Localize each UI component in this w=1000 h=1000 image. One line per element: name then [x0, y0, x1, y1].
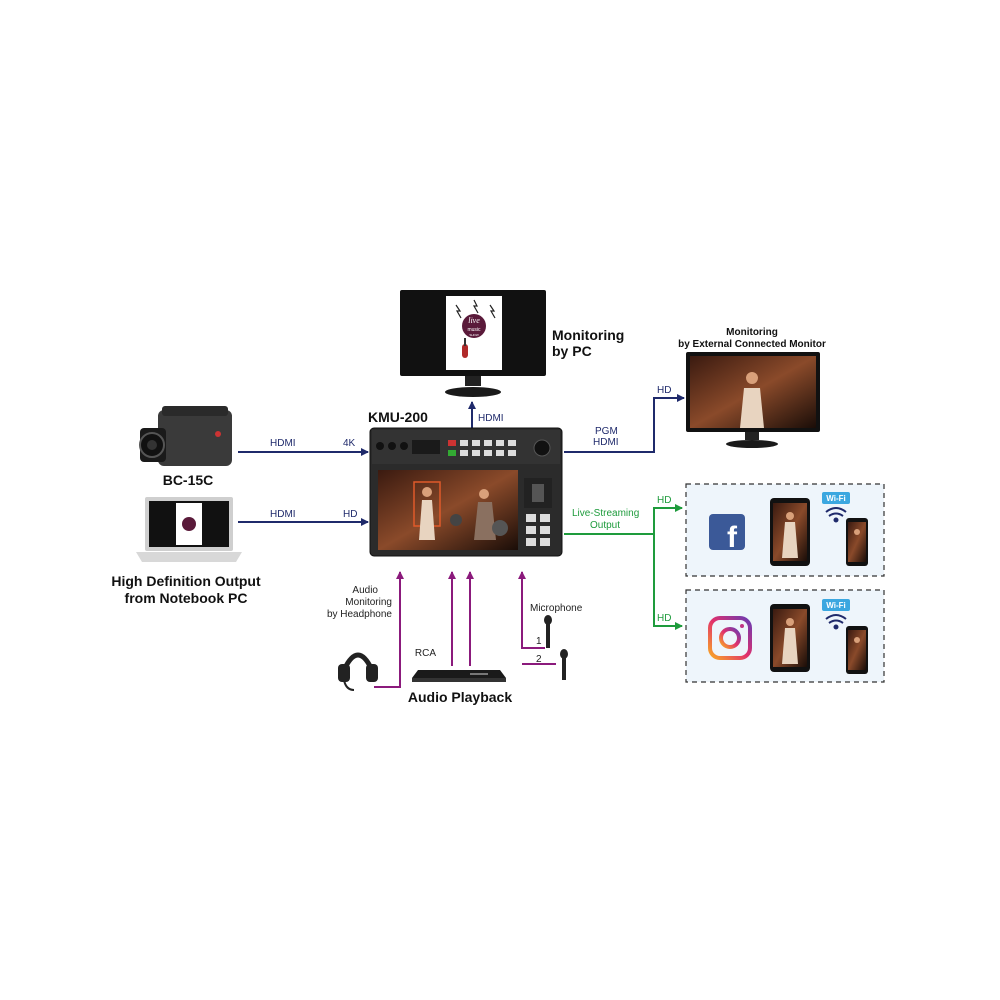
headphone-label-1: Audio — [352, 585, 378, 596]
notebook-title-1: High Definition Output — [111, 573, 261, 589]
microphone-icon — [560, 649, 568, 680]
headphone-icon — [338, 655, 378, 690]
pgm-label-2: HDMI — [593, 437, 619, 448]
camera-4k-label: 4K — [343, 438, 356, 449]
instagram-hd-label: HD — [657, 613, 671, 624]
instagram-stream-box: Wi-Fi — [686, 590, 884, 682]
audio-player-icon — [412, 670, 506, 682]
stream-label-2: Output — [590, 520, 620, 531]
headphone-label-2: Monitoring — [345, 597, 392, 608]
laptop-icon — [136, 497, 242, 562]
facebook-stream-box: f Wi-Fi — [686, 484, 884, 576]
notebook-title-2: from Notebook PC — [125, 590, 248, 606]
mic1-label: 1 — [536, 636, 542, 647]
ext-monitor-hd-label: HD — [657, 385, 671, 396]
svg-text:live: live — [468, 316, 480, 325]
camera-hdmi-label: HDMI — [270, 438, 296, 449]
external-monitor-icon — [686, 352, 820, 448]
pc-monitor-title-1: Monitoring — [552, 327, 624, 343]
pgm-hdmi-line — [564, 398, 684, 452]
tablet-icon — [770, 498, 810, 566]
ext-monitor-title-2: by External Connected Monitor — [678, 339, 826, 350]
pc-monitor-icon — [400, 290, 546, 397]
microphone-icon — [544, 615, 552, 648]
svg-text:SHOW: SHOW — [469, 333, 479, 337]
svg-text:Wi-Fi: Wi-Fi — [826, 601, 845, 610]
pc-monitor-title-2: by PC — [552, 343, 592, 359]
switcher-title: KMU-200 — [368, 409, 428, 425]
tablet-icon — [770, 604, 810, 672]
microphone-label: Microphone — [530, 603, 583, 614]
phone-icon — [846, 626, 868, 674]
facebook-hd-label: HD — [657, 495, 671, 506]
phone-icon — [846, 518, 868, 566]
rca-label: RCA — [415, 648, 436, 659]
ext-monitor-title-1: Monitoring — [726, 327, 778, 338]
svg-text:Wi-Fi: Wi-Fi — [826, 494, 845, 503]
headphone-label-3: by Headphone — [327, 609, 392, 620]
audio-playback-title: Audio Playback — [408, 689, 512, 705]
notebook-hd-label: HD — [343, 509, 357, 520]
pc-monitor-hdmi-label: HDMI — [478, 413, 504, 424]
camera-title: BC-15C — [163, 472, 214, 488]
notebook-hdmi-label: HDMI — [270, 509, 296, 520]
svg-text:f: f — [727, 521, 738, 554]
stream-label-1: Live-Streaming — [572, 508, 639, 519]
camera-icon — [140, 406, 232, 466]
switcher-device — [370, 428, 562, 556]
pgm-label-1: PGM — [595, 426, 618, 437]
wifi-badge: Wi-Fi — [822, 492, 850, 504]
mic2-label: 2 — [536, 654, 542, 665]
wifi-badge: Wi-Fi — [822, 599, 850, 611]
